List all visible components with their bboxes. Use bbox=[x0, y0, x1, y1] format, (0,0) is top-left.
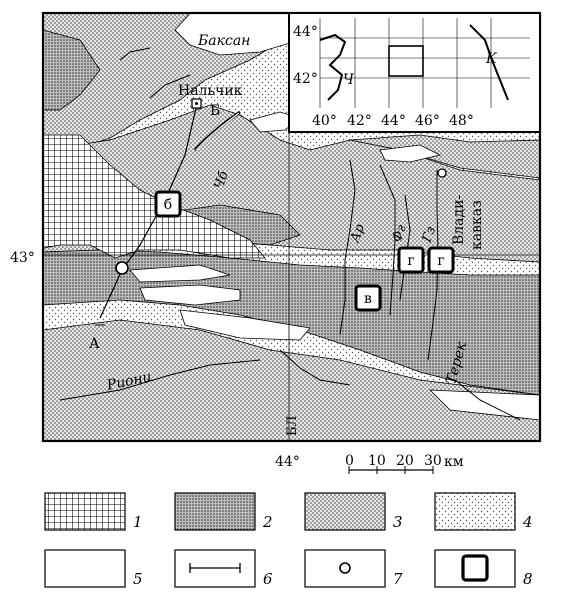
svg-text:г: г bbox=[437, 253, 444, 269]
site-box-g1: г bbox=[397, 246, 425, 274]
scale-unit: км bbox=[444, 454, 464, 470]
profile-start-label: А bbox=[89, 336, 100, 352]
inset-lon-44: 44° bbox=[381, 113, 406, 129]
legend-item-4: 4 bbox=[434, 492, 533, 531]
scale-bar: 0 10 20 30 км bbox=[345, 453, 464, 474]
city-vladikavkaz-line2: кавказ bbox=[469, 200, 485, 250]
inset-sea-k: К bbox=[485, 51, 498, 67]
svg-text:8: 8 bbox=[523, 570, 533, 588]
inset-lat-44: 44° bbox=[293, 24, 318, 40]
river-chb-label: Чб bbox=[212, 169, 232, 191]
inset-black-sea-coast bbox=[319, 33, 347, 101]
site-box-v: в bbox=[354, 284, 382, 312]
unit-1-grid-hatch bbox=[43, 134, 266, 259]
site-box-g2: г bbox=[427, 246, 455, 274]
svg-text:7: 7 bbox=[393, 570, 403, 588]
svg-text:5: 5 bbox=[133, 570, 143, 588]
city-vladikavkaz-marker bbox=[437, 168, 447, 178]
sampling-point-circle bbox=[115, 261, 129, 275]
scale-tick-10: 10 bbox=[368, 453, 386, 469]
legend-item-1: 1 bbox=[44, 492, 143, 531]
inset-study-area bbox=[388, 45, 424, 77]
svg-text:3: 3 bbox=[393, 513, 403, 531]
inset-lon-48: 48° bbox=[449, 113, 474, 129]
river-ar-label: Ар bbox=[347, 222, 368, 246]
city-vladikavkaz-line1: Влади- bbox=[451, 195, 467, 245]
legend-item-5: 5 bbox=[44, 549, 143, 588]
legend-item-3: 3 bbox=[304, 492, 403, 531]
lat-43-label: 43° bbox=[10, 250, 35, 266]
rivers bbox=[59, 47, 521, 421]
legend-item-8: 8 bbox=[434, 549, 533, 588]
svg-text:б: б bbox=[164, 197, 172, 213]
legend-item-7: 7 bbox=[304, 549, 403, 588]
unit-2-west-patch bbox=[43, 29, 101, 111]
city-nalchik-label: Нальчик bbox=[178, 83, 243, 99]
inset-lon-42: 42° bbox=[347, 113, 372, 129]
svg-text:г: г bbox=[407, 253, 414, 269]
unit-5-blank-lenses bbox=[129, 13, 540, 421]
location-inset bbox=[288, 12, 541, 133]
svg-text:в: в bbox=[364, 291, 372, 307]
inset-lon-40: 40° bbox=[312, 113, 337, 129]
profile-end-label: Б bbox=[210, 103, 220, 119]
scale-tick-20: 20 bbox=[396, 453, 414, 469]
svg-text:2: 2 bbox=[262, 513, 273, 531]
river-fg-label: Фг bbox=[390, 223, 410, 245]
svg-text:4: 4 bbox=[522, 513, 533, 531]
river-gz-label: Гз bbox=[419, 224, 439, 245]
scale-tick-30: 30 bbox=[424, 453, 442, 469]
scale-tick-0: 0 bbox=[345, 453, 354, 469]
city-nalchik-dot bbox=[195, 102, 198, 105]
inset-lon-46: 46° bbox=[415, 113, 440, 129]
inset-lat-42: 42° bbox=[293, 71, 318, 87]
legend: 1 2 3 4 5 6 7 bbox=[44, 492, 533, 588]
inset-caspian-coast bbox=[469, 24, 509, 101]
svg-text:1: 1 bbox=[133, 513, 143, 531]
fault-label: БЛ bbox=[285, 415, 300, 436]
legend-item-2: 2 bbox=[174, 492, 273, 531]
inset-sea-ch: Ч bbox=[343, 72, 355, 88]
unit-3-south-belt bbox=[43, 319, 540, 441]
svg-text:6: 6 bbox=[263, 570, 273, 588]
profile-line-a-b bbox=[99, 103, 198, 319]
site-box-b: б bbox=[154, 190, 182, 218]
lon-44-label: 44° bbox=[275, 454, 300, 470]
river-baksan-label: Баксан bbox=[197, 33, 250, 49]
legend-item-6: 6 bbox=[174, 549, 273, 588]
